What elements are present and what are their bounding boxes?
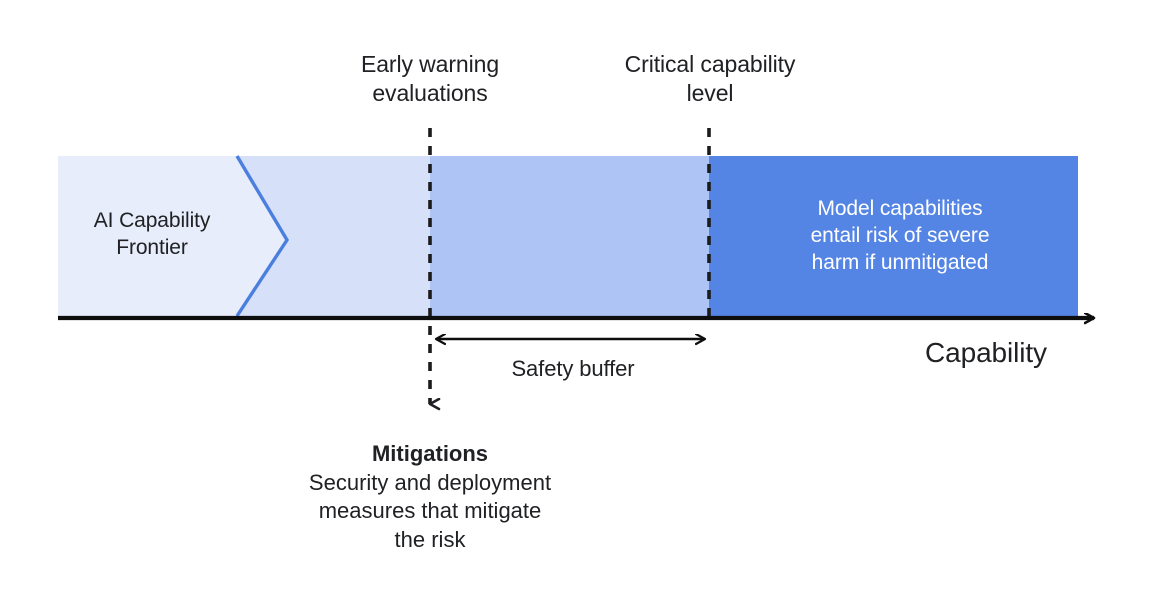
mitigations-title: Mitigations (371, 441, 489, 466)
chevron-right-icon (235, 155, 290, 317)
label-ai-capability-frontier: AI Capability Frontier (93, 209, 211, 259)
label-capability-axis: Capability (925, 337, 1047, 368)
label-model-capabilities-severe-harm: Model capabilities entail risk of severe… (810, 197, 990, 274)
capability-band-group (58, 156, 1078, 316)
mitigations-annotation: Mitigations Security and deployment meas… (280, 440, 580, 554)
label-critical-capability-level: Critical capability level (624, 51, 796, 107)
label-safety-buffer: Safety buffer (511, 356, 635, 381)
band-ai-capability-frontier (58, 156, 237, 316)
frontier-wedge-fill (237, 156, 287, 316)
mitigations-description: Security and deployment measures that mi… (308, 469, 552, 552)
label-early-warning-evaluations: Early warning evaluations (360, 51, 500, 107)
band-severe-harm (709, 156, 1078, 316)
band-safety-buffer (430, 156, 709, 316)
